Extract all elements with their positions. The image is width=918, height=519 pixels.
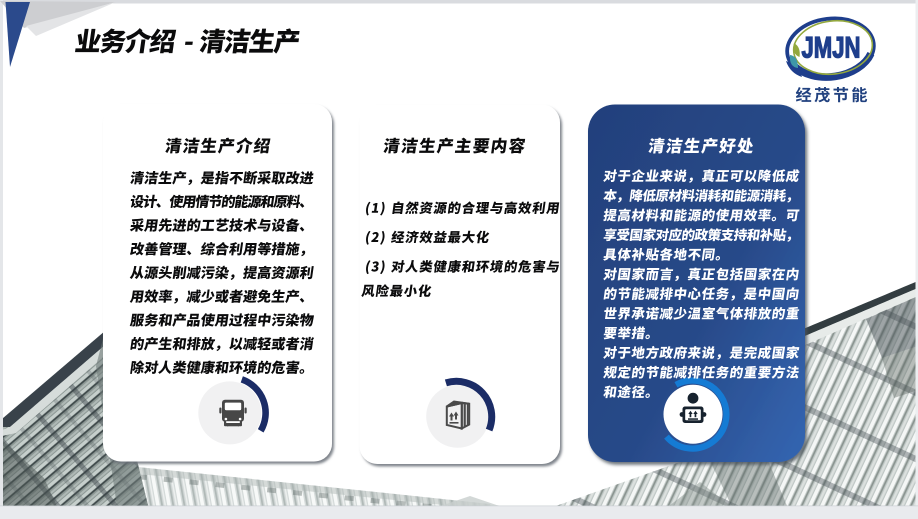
- svg-text:JMJN: JMJN: [802, 32, 861, 65]
